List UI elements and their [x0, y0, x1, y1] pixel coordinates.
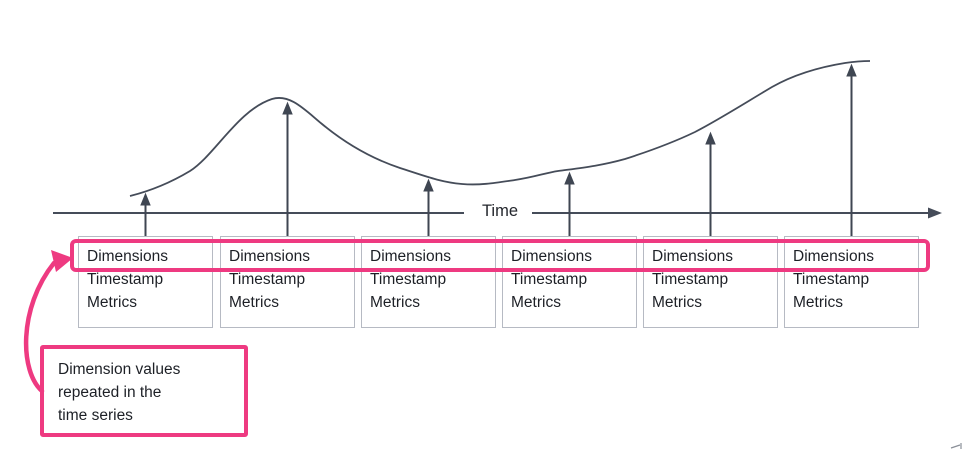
record-box-4: Dimensions Timestamp Metrics	[502, 236, 637, 328]
record-metrics-label: Metrics	[87, 294, 137, 311]
record-timestamp-label: Timestamp	[229, 271, 306, 288]
time-axis-label: Time	[481, 202, 519, 220]
dimensions-highlight-band	[70, 239, 930, 272]
record-box-3: Dimensions Timestamp Metrics	[361, 236, 496, 328]
record-dimensions-label: Dimensions	[652, 248, 733, 265]
record-metrics-label: Metrics	[793, 294, 843, 311]
record-box-6: Dimensions Timestamp Metrics	[784, 236, 919, 328]
record-metrics-label: Metrics	[652, 294, 702, 311]
record-dimensions-label: Dimensions	[370, 248, 451, 265]
record-metrics-label: Metrics	[511, 294, 561, 311]
sample-arrow-head-icon	[846, 63, 857, 77]
record-timestamp-label: Timestamp	[87, 271, 164, 288]
record-box-5: Dimensions Timestamp Metrics	[643, 236, 778, 328]
record-dimensions-label: Dimensions	[511, 248, 592, 265]
record-dimensions-label: Dimensions	[87, 248, 168, 265]
callout-line: Dimension values	[58, 361, 181, 378]
sample-arrow-head-icon	[564, 171, 575, 185]
record-dimensions-label: Dimensions	[229, 248, 310, 265]
time-axis-arrowhead-icon	[928, 207, 942, 219]
record-timestamp-label: Timestamp	[370, 271, 447, 288]
record-dimensions-label: Dimensions	[793, 248, 874, 265]
sample-arrow-head-icon	[140, 192, 151, 206]
record-box-1: Dimensions Timestamp Metrics	[78, 236, 213, 328]
callout-line: time series	[58, 407, 133, 424]
sample-arrow-head-icon	[423, 178, 434, 192]
record-timestamp-label: Timestamp	[652, 271, 729, 288]
time-series-curve	[129, 60, 871, 197]
stray-mark	[950, 443, 962, 449]
record-metrics-label: Metrics	[229, 294, 279, 311]
record-metrics-label: Metrics	[370, 294, 420, 311]
record-timestamp-label: Timestamp	[511, 271, 588, 288]
sample-arrow-head-icon	[282, 101, 293, 115]
annotation-callout: Dimension values repeated in the time se…	[40, 345, 248, 437]
record-box-2: Dimensions Timestamp Metrics	[220, 236, 355, 328]
callout-line: repeated in the	[58, 384, 162, 401]
sample-arrow-head-icon	[705, 131, 716, 145]
record-timestamp-label: Timestamp	[793, 271, 870, 288]
